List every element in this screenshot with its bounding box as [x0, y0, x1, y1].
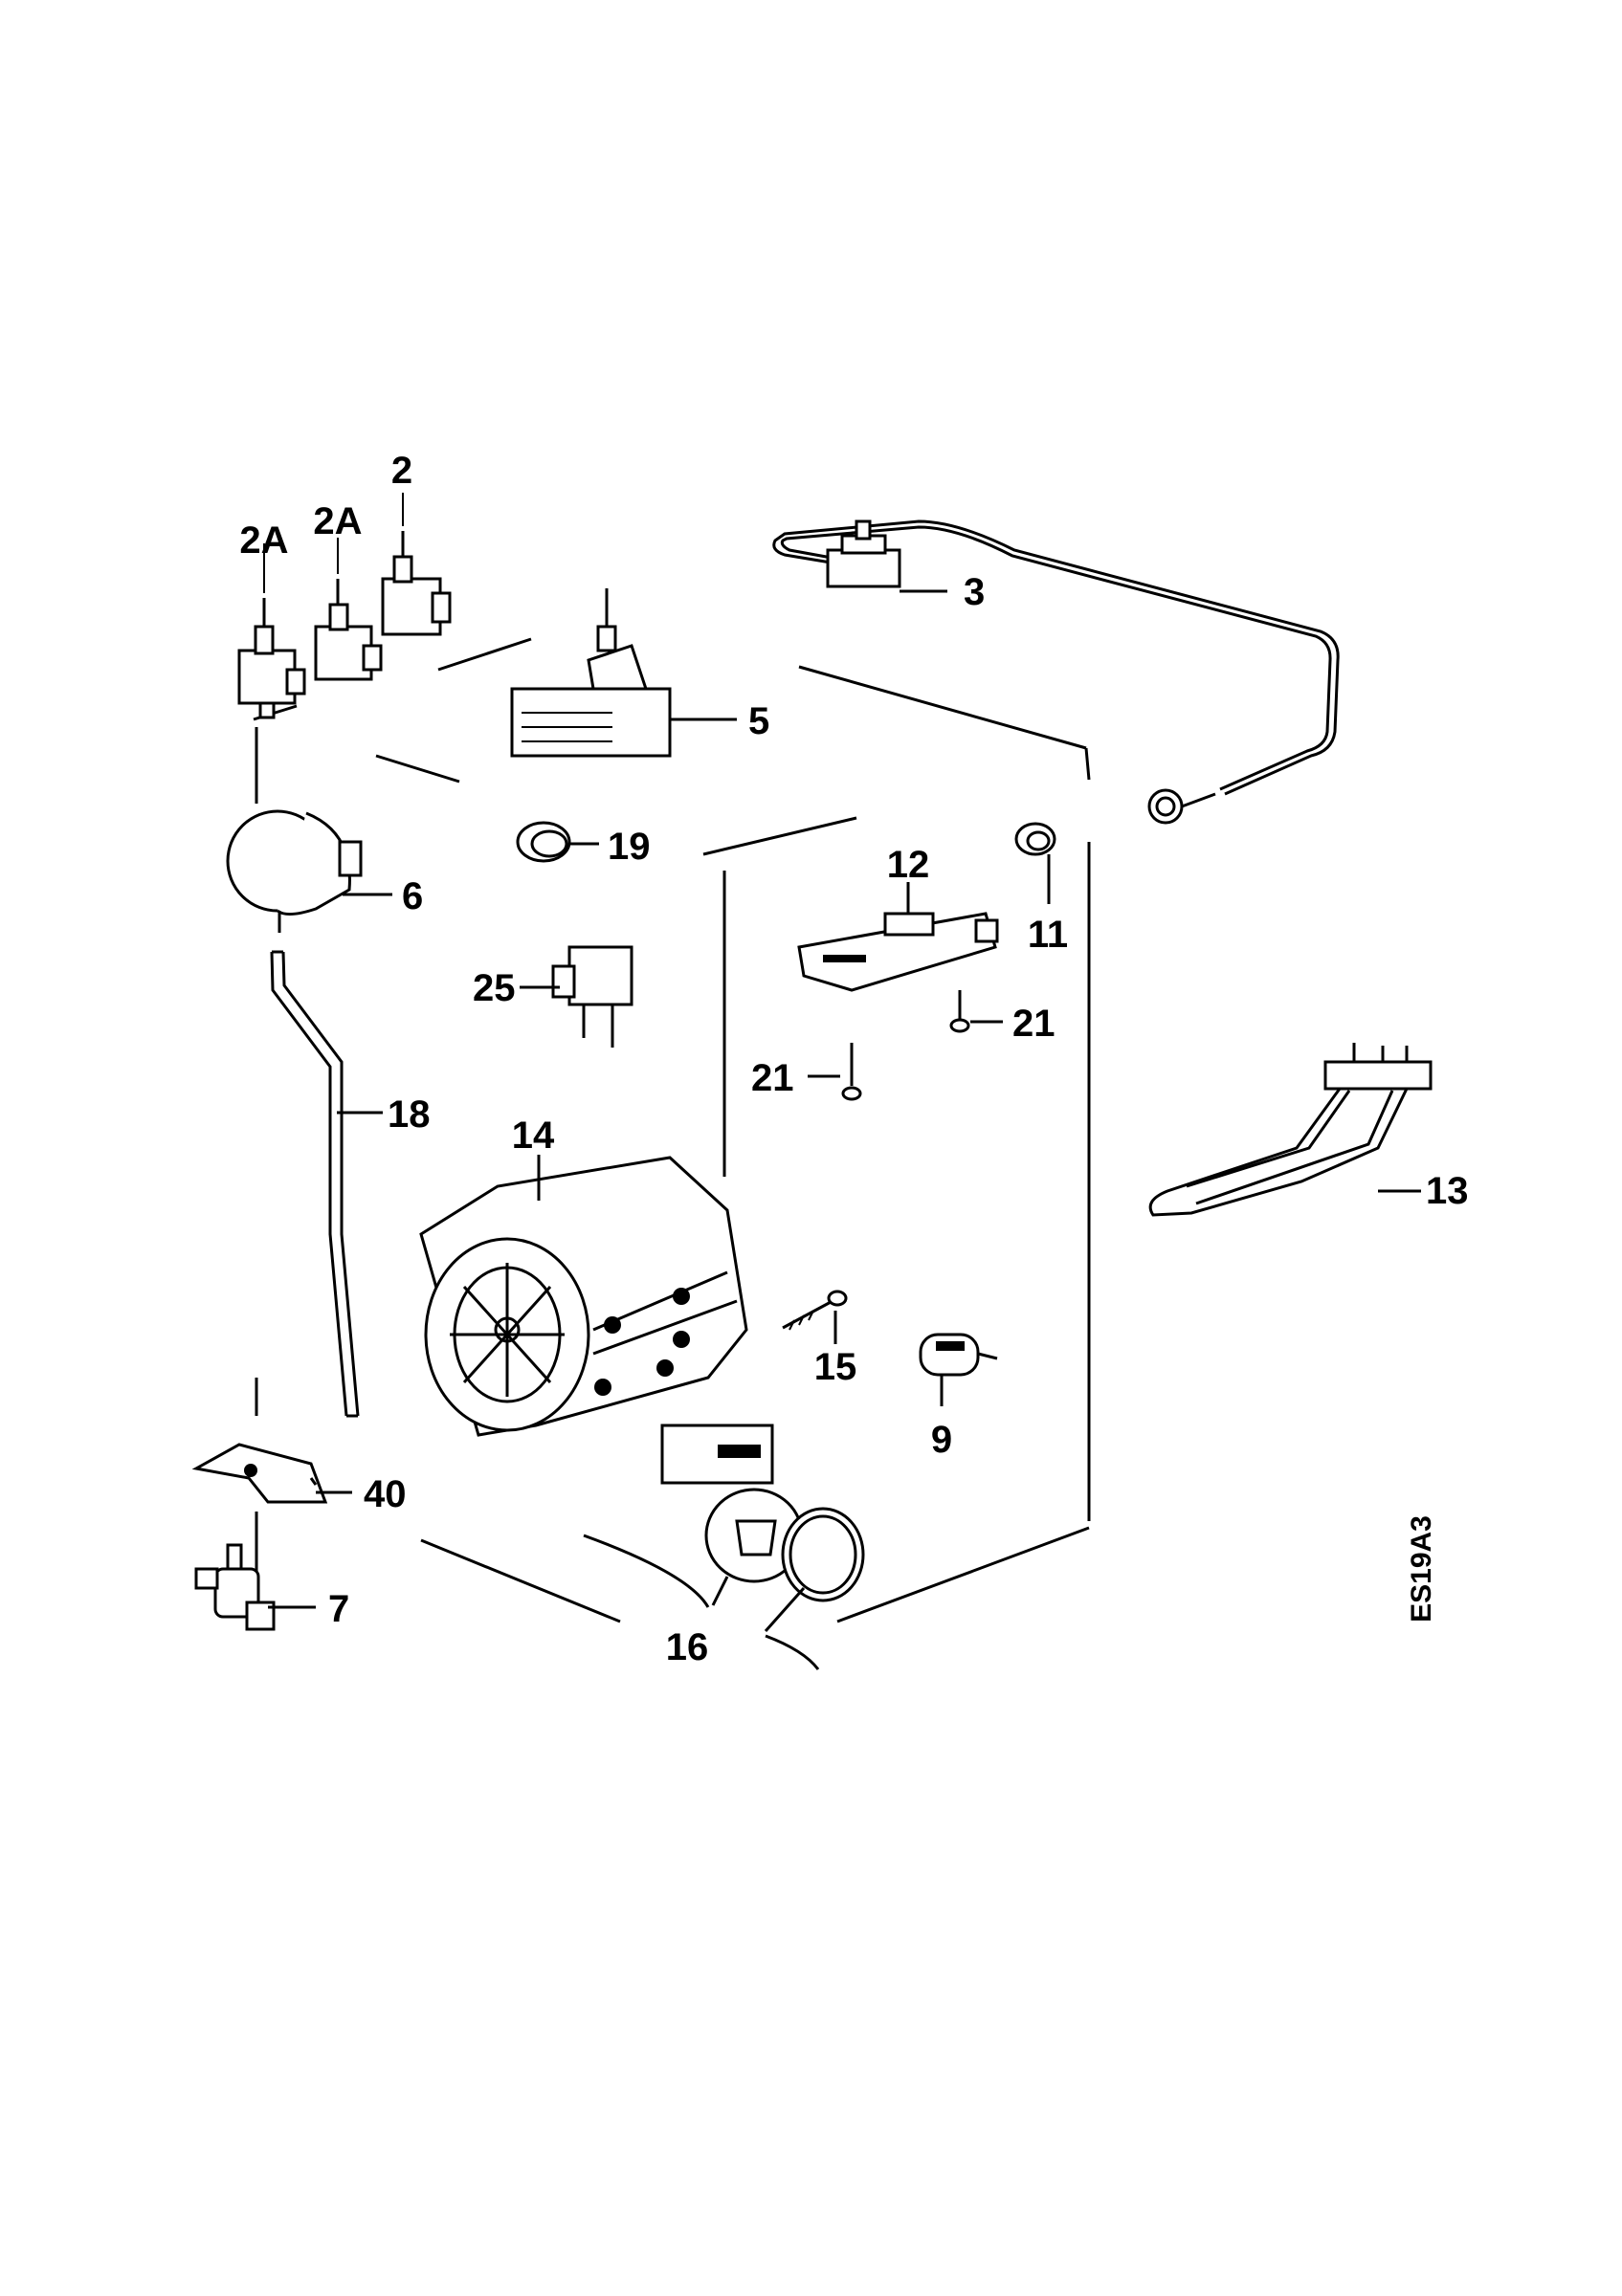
pushbutton-switch-2 [381, 531, 452, 636]
drawing-code: ES19A3 [1406, 1515, 1437, 1623]
label-12: 12 [887, 844, 930, 886]
label-16: 16 [666, 1626, 709, 1668]
programme-selector-5 [510, 588, 672, 758]
label-5: 5 [748, 700, 769, 742]
label-6: 6 [402, 875, 423, 917]
label-9: 9 [931, 1419, 952, 1461]
label-25: 25 [473, 967, 516, 1009]
label-40: 40 [364, 1473, 407, 1515]
label-19: 19 [608, 826, 651, 868]
grommet-19 [516, 821, 571, 863]
pushbutton-switch-2a-right [314, 579, 383, 681]
bracket-40 [191, 1443, 328, 1504]
label-13: 13 [1426, 1170, 1469, 1212]
pressure-switch-6 [226, 809, 363, 933]
motor-14 [419, 1156, 748, 1437]
label-15: 15 [814, 1346, 857, 1388]
label-11: 11 [1028, 914, 1068, 956]
solenoid-valve-7 [194, 1543, 276, 1631]
label-18: 18 [388, 1093, 431, 1136]
screw-21-upper [949, 990, 970, 1033]
suppressor-25 [551, 945, 633, 1048]
pushbutton-switch-2a-left [237, 598, 306, 719]
drain-pump-16 [660, 1424, 865, 1602]
label-21-lower: 21 [751, 1057, 794, 1099]
pressure-hose-18 [270, 951, 348, 1417]
screw-21-lower [841, 1043, 862, 1101]
label-14: 14 [512, 1115, 555, 1157]
label-2: 2 [391, 450, 412, 492]
screw-15 [782, 1290, 848, 1331]
capacitor-9 [919, 1333, 998, 1377]
label-2a-left: 2A [239, 519, 288, 562]
label-7: 7 [328, 1588, 349, 1630]
label-2a-right: 2A [313, 500, 362, 542]
cabinet-outline [253, 637, 1091, 1623]
heating-element-13 [1148, 1043, 1433, 1217]
thermostat-with-capillary [772, 519, 1340, 825]
bush-11 [1014, 822, 1056, 856]
label-21-upper: 21 [1012, 1003, 1055, 1045]
label-3: 3 [964, 571, 985, 613]
door-interlock-12 [797, 912, 999, 992]
